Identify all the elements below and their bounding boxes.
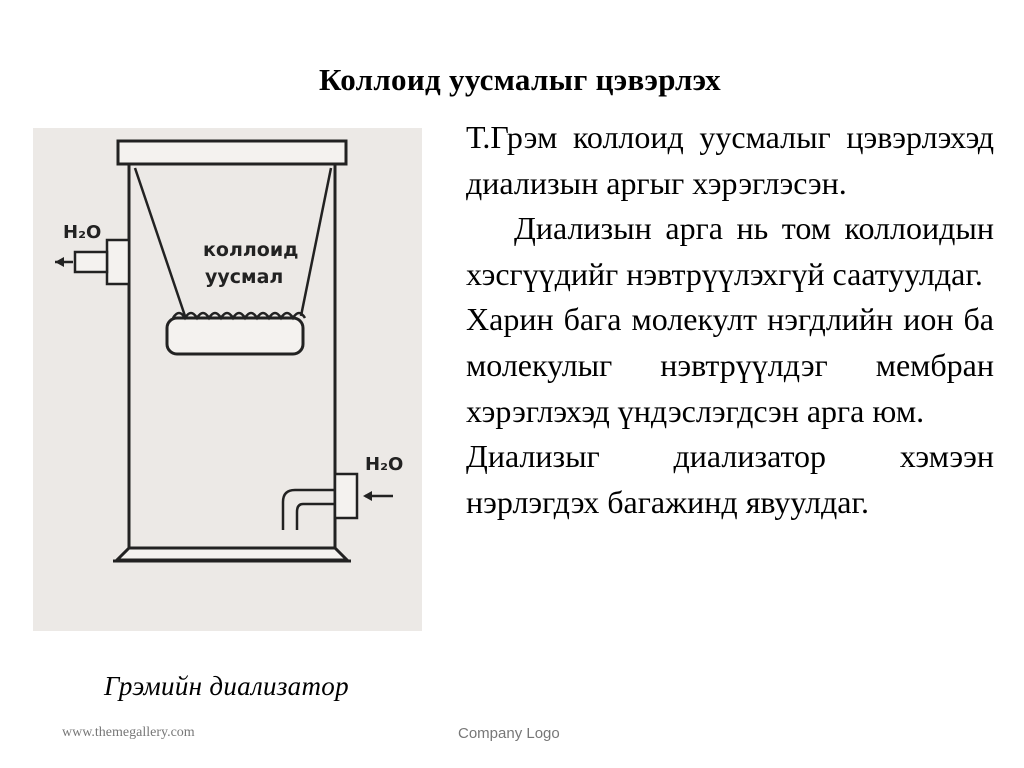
dialyzer-base [113,546,351,562]
slide-title: Коллоид уусмалыг цэвэрлэх [319,62,721,97]
water-in-label: H₂O [365,454,403,475]
membrane-bag [165,316,305,356]
left-valve [105,238,131,286]
colloid-label-2: уусмал [205,266,283,288]
paragraph-3: Харин бага молекулт нэгдлийн ион ба моле… [466,301,994,429]
right-valve [333,472,359,520]
dialyzer-figure: коллоид уусмал H₂O H₂O [33,128,422,631]
paragraph-1: Т.Грэм коллоид уусмалыг цэвэрлэхэд диали… [466,119,994,201]
right-inlet-pipe [281,488,335,530]
colloid-label-1: коллоид [203,239,299,261]
body-text: Т.Грэм коллоид уусмалыг цэвэрлэхэд диали… [466,115,994,525]
right-arrowhead [363,491,372,501]
paragraph-2: Диализын арга нь том коллоидын хэсгүүдий… [466,210,994,292]
figure-caption: Грэмийн диализатор [104,671,349,701]
membrane-beads [171,311,307,321]
left-arrowhead [55,257,64,267]
dialyzer-diagram: коллоид уусмал H₂O H₂O [55,139,403,563]
left-pipe [73,250,109,274]
paragraph-4: Диализыг диализатор хэмээн нэрлэгдэх баг… [466,438,994,520]
funnel-left [133,167,187,317]
water-out-label: H₂O [63,222,101,243]
footer-company-logo: Company Logo [458,725,560,742]
funnel-right [299,167,333,317]
footer-website: www.themegallery.com [62,725,195,740]
dialyzer-lid [116,139,348,166]
